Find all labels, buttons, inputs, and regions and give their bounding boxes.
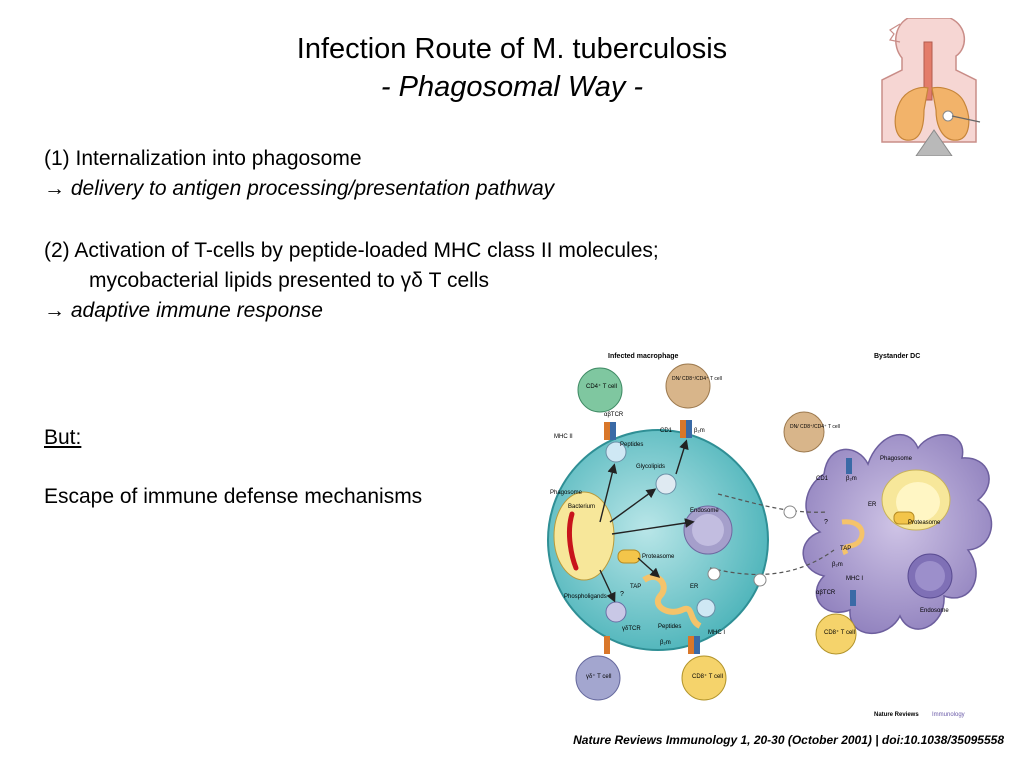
lungs-illustration — [881, 18, 981, 156]
dn-t-cell-right — [783, 411, 825, 453]
peptide-vesicle-top — [605, 441, 627, 463]
label-proteasome-mac: Proteasome — [642, 554, 675, 560]
phospholigand-vesicle — [605, 601, 627, 623]
transfer-vesicle-1 — [783, 505, 797, 519]
label-b2m-bottom: β₂m — [660, 640, 671, 646]
label-b2m-dc1: β₂m — [846, 476, 857, 482]
label-mhc1-dc: MHC I — [846, 576, 863, 582]
transfer-path-upper — [717, 493, 829, 513]
cd8-t-cell-right — [815, 613, 857, 655]
label-glycolipids: Glycolipids — [636, 464, 665, 470]
gd-t-cell — [575, 655, 621, 701]
label-proteasome-dc: Proteasome — [908, 520, 941, 526]
point-1-result: delivery to antigen processing/presentat… — [70, 177, 555, 200]
arrow-to-endosome — [611, 518, 695, 535]
label-phospholigands: Phospholigands — [564, 594, 607, 600]
mhc1-receptor — [688, 636, 694, 654]
label-cd8-left: CD8⁺ T cell — [692, 673, 723, 680]
escape-text: Escape of immune defense mechanisms — [44, 485, 423, 508]
citation: Nature Reviews Immunology 1, 20-30 (Octo… — [573, 733, 1004, 747]
glycolipid-vesicle — [655, 473, 677, 495]
heading-infected-macrophage: Infected macrophage — [608, 353, 679, 360]
label-mhc1-mac: MHC I — [708, 630, 725, 636]
arrow-glyph: → — [44, 177, 65, 200]
label-cd1-dc: CD1 — [816, 476, 829, 482]
tcr-receptor-cd8 — [694, 636, 700, 654]
cd8-t-cell-left — [681, 655, 727, 701]
label-phagosome-mac: Phagosome — [550, 490, 583, 496]
immunology-figure: Infected macrophage Bystander DC Phagoso… — [547, 353, 993, 718]
arrow-to-phospholigands — [599, 569, 616, 603]
macrophage-proteasome — [617, 549, 641, 564]
label-cd8-right: CD8⁺ T cell — [824, 629, 855, 636]
title-line-2: - Phagosomal Way - — [380, 71, 644, 103]
label-peptides-bottom: Peptides — [658, 624, 681, 630]
label-question-mac: ? — [620, 591, 624, 598]
label-cd4-tcell: CD4⁺ T cell — [586, 383, 617, 390]
point-1-line-1: (1) Internalization into phagosome — [44, 147, 362, 170]
label-abtcr-dc: αβTCR — [816, 590, 836, 596]
macrophage-cell — [547, 429, 769, 651]
label-er-dc: ER — [868, 502, 877, 508]
point-2-line-2: mycobacterial lipids presented to γδ T c… — [89, 269, 489, 292]
title-line-1: Infection Route of M. tuberculosis — [296, 33, 728, 65]
label-gd-tcell: γδ⁺ T cell — [586, 673, 611, 680]
label-endosome-dc: Endosome — [920, 608, 949, 614]
figure-credit: Nature Reviews — [874, 712, 919, 718]
transfer-vesicle-3 — [707, 567, 721, 581]
label-abtcr-top: αβTCR — [604, 412, 624, 418]
tcr-receptor-dn — [686, 420, 692, 438]
label-phagosome-dc: Phagosome — [880, 456, 913, 462]
point-2-line-3: → adaptive immune response — [44, 296, 323, 326]
macrophage-er — [642, 573, 702, 629]
but-label: But: — [44, 426, 82, 449]
macrophage-phagosome — [553, 491, 615, 581]
figure-credit-sub: Immunology — [932, 712, 965, 718]
label-bacterium: Bacterium — [568, 504, 595, 510]
arrow-to-glycolipids — [609, 488, 657, 523]
bacterium-rod — [567, 511, 579, 571]
slide-title: Infection Route of M. tuberculosis - Pha… — [0, 30, 1024, 106]
peptide-vesicle-bottom — [696, 598, 716, 618]
arrow-to-peptides — [599, 463, 618, 523]
point-1-line-2: → delivery to antigen processing/present… — [44, 174, 554, 204]
dc-endosome-core — [915, 561, 945, 591]
label-dn-left: DN/ CD8⁺/CD4⁺ T cell — [672, 376, 722, 382]
label-endosome-mac: Endosome — [690, 508, 719, 514]
arrow-glyph: → — [44, 299, 65, 322]
dc-er — [841, 519, 865, 556]
label-question-dc: ? — [824, 519, 828, 526]
gdtcr-receptor — [604, 636, 610, 654]
label-gdtcr: γδTCR — [622, 626, 641, 632]
dendritic-cell — [802, 433, 993, 634]
point-2-line-1: (2) Activation of T-cells by peptide-loa… — [44, 239, 659, 262]
label-b2m-dc2: β₂m — [832, 562, 843, 568]
transfer-path-lower — [709, 549, 835, 576]
cd1-receptor — [680, 420, 686, 438]
label-er-mac: ER — [690, 584, 699, 590]
dn-t-cell-left — [665, 363, 711, 409]
label-cd1-mac: CD1 — [660, 428, 673, 434]
label-tap-dc: TAP — [840, 546, 851, 552]
point-2-result: adaptive immune response — [70, 299, 323, 322]
macrophage-endosome-core — [692, 514, 724, 546]
arrow-to-tap — [637, 557, 661, 578]
label-b2m-top: β₂m — [694, 428, 705, 434]
heading-bystander-dc: Bystander DC — [874, 353, 920, 360]
label-dn-right: DN/ CD8⁺/CD4⁺ T cell — [790, 424, 840, 430]
dc-proteasome — [893, 511, 915, 525]
dc-mhc1-receptor — [850, 590, 856, 606]
label-peptides-top: Peptides — [620, 442, 643, 448]
abtcr-receptor — [610, 422, 616, 440]
dc-cd1-receptor — [846, 458, 852, 474]
label-tap-mac: TAP — [630, 584, 641, 590]
mhc2-receptor — [604, 422, 610, 440]
cd4-t-cell — [577, 367, 623, 413]
transfer-vesicle-2 — [753, 573, 767, 587]
arrow-to-cd1 — [675, 439, 689, 475]
label-mhc2: MHC II — [554, 434, 573, 440]
